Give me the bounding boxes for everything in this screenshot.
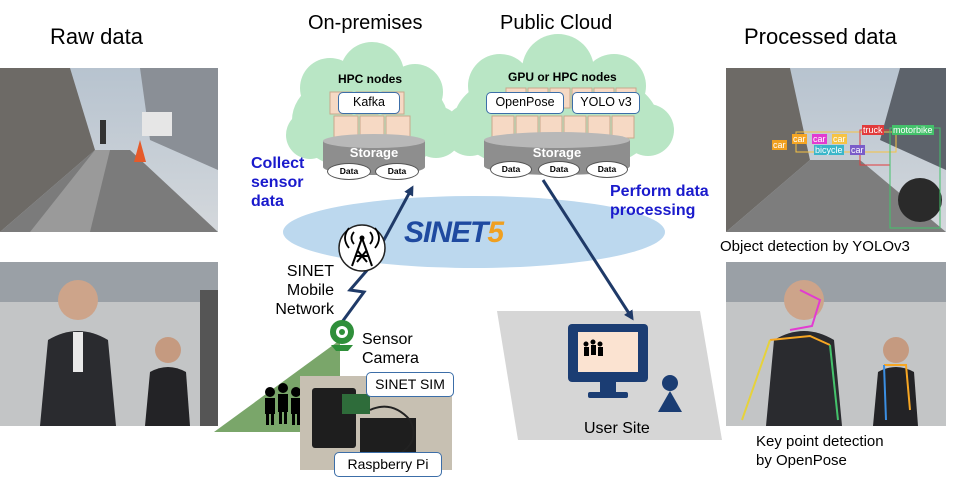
processed-people-photo [726, 262, 946, 426]
object-detection-caption: Object detection by YOLOv3 [720, 238, 910, 255]
process-label-line: Perform data [610, 183, 709, 200]
antenna-tower-icon [338, 224, 386, 272]
sinet5-logo: SINET5 [404, 216, 504, 250]
cloud-nodes-label: GPU or HPC nodes [508, 70, 617, 84]
collect-label-line: sensor [251, 174, 304, 191]
on-premises-data-oval: Data [327, 163, 371, 180]
user-person-icon [658, 375, 682, 412]
cloud-data-oval: Data [586, 161, 628, 178]
raw-data-heading: Raw data [50, 24, 143, 49]
monitor-icon [568, 324, 648, 398]
detection-label: car [772, 140, 787, 150]
user-site-label: User Site [584, 420, 650, 437]
mobile-network-label: SINET Mobile Network [264, 262, 334, 319]
collect-label-line: Collect [251, 155, 305, 172]
mobile-label-line: SINET [286, 263, 334, 280]
cloud-storage-label: Storage [532, 145, 582, 160]
collect-sensor-data-label: Collect sensor data [251, 154, 304, 211]
processing-arrow [541, 179, 634, 321]
sinet-logo-number: 5 [487, 216, 504, 249]
keypoint-caption-line: Key point detection [756, 433, 884, 450]
raspberry-pi-box: Raspberry Pi [334, 452, 442, 477]
on-premises-data-oval: Data [375, 163, 419, 180]
on-premises-heading: On-premises [308, 12, 423, 34]
detection-label: car [792, 134, 807, 144]
processed-data-heading: Processed data [744, 24, 897, 49]
raw-street-photo [0, 68, 218, 232]
cloud-data-oval: Data [538, 161, 580, 178]
on-premises-nodes-label: HPC nodes [338, 72, 403, 86]
raw-people-photo [0, 262, 218, 426]
openpose-box: OpenPose [486, 92, 564, 114]
detection-label: car [850, 145, 865, 155]
detection-label: car [832, 134, 847, 144]
sinet-sim-box: SINET SIM [366, 372, 454, 397]
people-icon [265, 383, 301, 425]
public-cloud-heading: Public Cloud [500, 12, 613, 34]
kafka-box: Kafka [338, 92, 400, 114]
detection-label: motorbike [892, 125, 934, 135]
on-premises-storage-label: Storage [349, 145, 399, 160]
detection-label: truck [862, 125, 884, 135]
sensor-camera-label: Sensor Camera [362, 330, 419, 368]
camera-label-line: Camera [362, 350, 419, 367]
process-label-line: processing [610, 202, 696, 219]
detection-label: car [812, 134, 827, 144]
mobile-label-line: Network [275, 301, 334, 318]
detection-label: bicycle [814, 145, 844, 155]
camera-label-line: Sensor [362, 331, 413, 348]
wireless-link [340, 267, 371, 323]
keypoint-detection-caption: Key point detection by OpenPose [756, 432, 884, 470]
collect-label-line: data [251, 193, 284, 210]
sinet-logo-text: SINET [404, 216, 488, 249]
keypoint-caption-line: by OpenPose [756, 452, 847, 469]
perform-processing-label: Perform data processing [610, 182, 709, 220]
cloud-data-oval: Data [490, 161, 532, 178]
mobile-label-line: Mobile [286, 282, 334, 299]
yolo-box: YOLO v3 [572, 92, 640, 114]
processed-street-photo [726, 68, 946, 232]
camera-icon [330, 320, 354, 351]
